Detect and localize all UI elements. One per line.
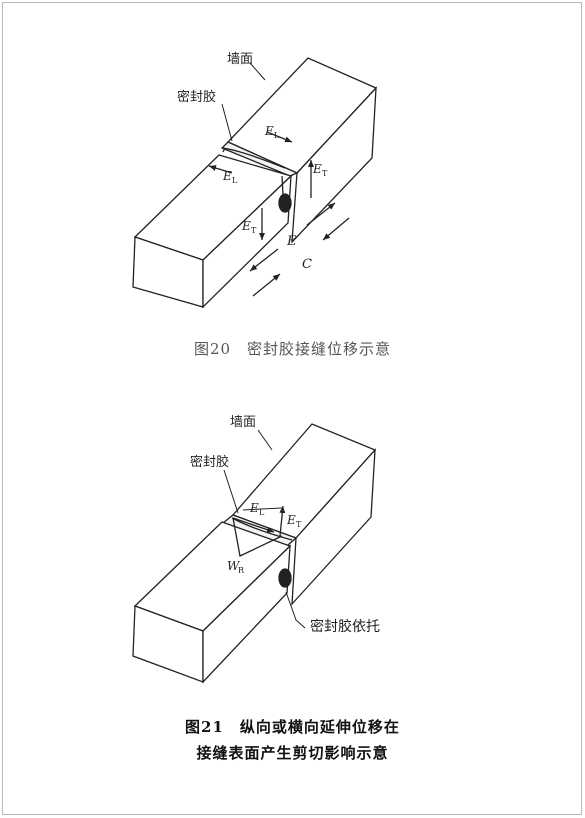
backer-leader-line (285, 591, 306, 629)
sealant-backer-bead (278, 568, 292, 588)
arrow-c-left (252, 273, 281, 297)
wall-leader-line (249, 62, 266, 81)
wr-subscript: R (238, 566, 245, 575)
figure-21-labels: 墙面 密封胶 E L E T W R 密封胶依托 (190, 415, 380, 635)
backer-label: 密封胶依托 (310, 618, 380, 635)
sealant-label: 密封胶 (177, 89, 216, 105)
figure-21-diagram (132, 423, 377, 684)
e-label: E (286, 234, 297, 249)
wall-label: 墙面 (227, 52, 253, 67)
el-top-label: E (264, 124, 274, 138)
el-label: E (249, 501, 259, 515)
wall-label: 墙面 (230, 415, 256, 430)
wall-leader-line (257, 429, 273, 451)
arrow-e-left (249, 248, 279, 272)
arrow-el (232, 517, 275, 533)
sealant-label: 密封胶 (190, 454, 229, 470)
figure-20-labels: 墙面 密封胶 E L E L E T E T E C (177, 52, 328, 272)
sealant-backer-bead (278, 193, 292, 213)
et-right-label: E (312, 162, 322, 176)
wr-label: W (227, 559, 241, 573)
figure-20-diagram (132, 57, 378, 309)
arrow-el-top (266, 131, 293, 143)
arrow-e-right (306, 202, 336, 226)
c-label: C (302, 257, 312, 272)
figure-21-caption-line-1: 图21 纵向或横向延伸位移在 (185, 718, 400, 736)
figure-20-caption: 图20 密封胶接缝位移示意 (193, 340, 392, 358)
figure-21-caption-line-2: 接缝表面产生剪切影响示意 (196, 744, 389, 762)
et-left-label: E (241, 219, 251, 233)
arrow-c-right (322, 217, 350, 241)
et-left-subscript: T (251, 226, 257, 235)
arrow-el-left (208, 165, 233, 174)
shear-diagonal (242, 507, 283, 511)
sealant-leader-line (223, 469, 239, 514)
el-top-subscript: L (274, 131, 280, 140)
el-left-label: E (222, 169, 232, 183)
left-block (132, 521, 292, 684)
sealant-leader-line (221, 103, 233, 142)
et-subscript: T (296, 520, 302, 529)
left-block (132, 154, 293, 309)
et-right-subscript: T (322, 169, 328, 178)
el-left-subscript: L (232, 176, 238, 185)
et-label: E (286, 513, 296, 527)
el-subscript: L (259, 508, 265, 517)
shear-triangle (232, 517, 283, 557)
arrow-et (279, 505, 286, 537)
